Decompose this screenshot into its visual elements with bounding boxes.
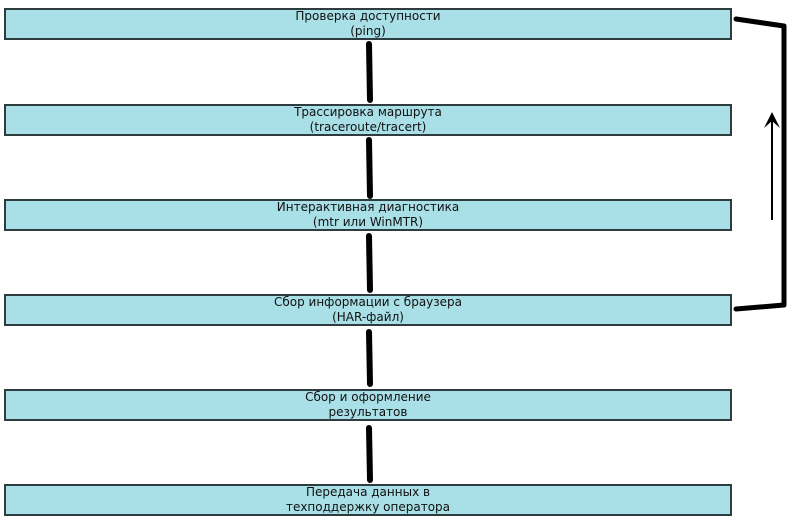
loop-arrow-head-icon <box>764 112 780 128</box>
loop-back-connector <box>733 16 787 312</box>
step-2-title: Трассировка маршрута <box>294 105 442 119</box>
step-box-6: Передача данных в техподдержку оператора <box>4 484 732 516</box>
step-3-subtitle: (mtr или WinMTR) <box>312 215 424 229</box>
step-box-2: Трассировка маршрута (traceroute/tracert… <box>4 104 732 136</box>
step-5-subtitle: результатов <box>328 405 408 419</box>
step-box-5: Сбор и оформление результатов <box>4 389 732 421</box>
connector-3-4 <box>366 233 373 293</box>
step-box-4: Сбор информации с браузера (HAR-файл) <box>4 294 732 326</box>
connector-2-3 <box>366 137 373 199</box>
step-1-title: Проверка доступности <box>295 9 441 23</box>
step-1-subtitle: (ping) <box>350 24 386 38</box>
step-3-title: Интерактивная диагностика <box>276 200 460 214</box>
step-box-3: Интерактивная диагностика (mtr или WinMT… <box>4 199 732 231</box>
step-6-subtitle: техподдержку оператора <box>285 500 451 514</box>
connector-4-5 <box>366 329 373 387</box>
connector-5-6 <box>366 425 373 483</box>
step-4-subtitle: (HAR-файл) <box>332 310 404 324</box>
connector-1-2 <box>366 41 373 103</box>
step-4-title: Сбор информации с браузера <box>273 295 463 309</box>
step-5-title: Сбор и оформление <box>305 390 431 404</box>
step-2-subtitle: (traceroute/tracert) <box>309 120 427 134</box>
step-6-title: Передача данных в <box>305 485 431 499</box>
step-box-1: Проверка доступности (ping) <box>4 8 732 40</box>
